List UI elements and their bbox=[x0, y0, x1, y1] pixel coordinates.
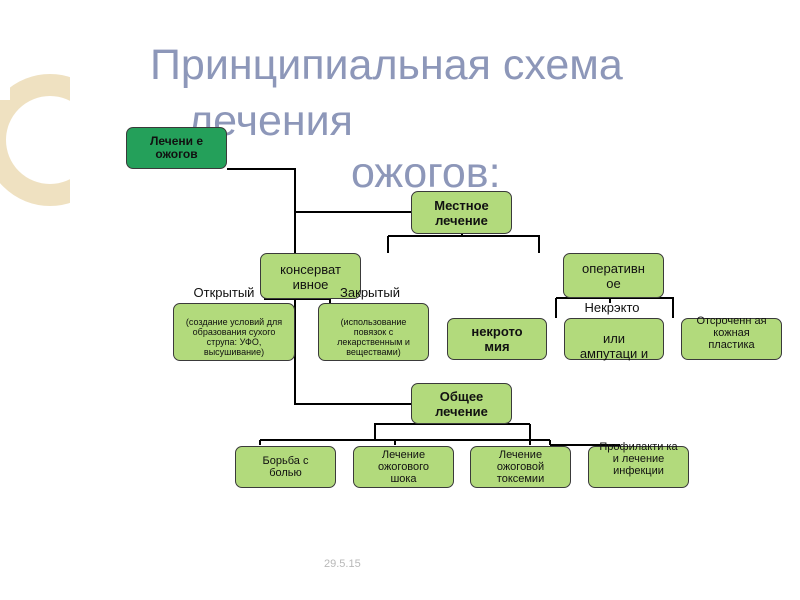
node-burn-treatment: Лечени е ожогов bbox=[126, 127, 227, 169]
node-burn-treatment-label: Лечени е ожогов bbox=[147, 135, 207, 161]
node-open-method-text: (создание условий для образования сухого… bbox=[184, 317, 284, 357]
node-delayed-plastic: Отсроченн ая кожная пластика bbox=[681, 318, 782, 360]
node-necrotomy-label: некрото мия bbox=[459, 324, 535, 354]
node-toxemia-treatment: Лечение ожоговой токсемии bbox=[470, 446, 571, 488]
node-operative: оперативн ое bbox=[563, 253, 664, 298]
node-pain-control-text: Борьба с болью bbox=[251, 455, 321, 479]
node-pain-control: Борьба с болью bbox=[235, 446, 336, 488]
node-local-treatment-label: Местное лечение bbox=[422, 198, 502, 228]
node-closed-method: (использование повязок с лекарственным и… bbox=[318, 303, 429, 361]
node-general-treatment: Общее лечение bbox=[411, 383, 512, 424]
node-shock-treatment: Лечение ожогового шока bbox=[353, 446, 454, 488]
node-open-method: (создание условий для образования сухого… bbox=[173, 303, 295, 361]
node-shock-treatment-text: Лечение ожогового шока bbox=[365, 449, 443, 485]
node-toxemia-treatment-text: Лечение ожоговой токсемии bbox=[486, 449, 556, 485]
node-closed-method-text: (использование повязок с лекарственным и… bbox=[326, 317, 422, 357]
node-local-treatment: Местное лечение bbox=[411, 191, 512, 234]
node-necrotomy: некрото мия bbox=[447, 318, 547, 360]
slide-date: 29.5.15 bbox=[324, 558, 361, 570]
node-infection-prevention-text: Профилакти ка и лечение инфекции bbox=[599, 441, 679, 477]
node-operative-label: оперативн ое bbox=[574, 261, 654, 291]
node-necrectomy-text: или ампутаци и bbox=[578, 331, 650, 361]
node-necrectomy: или ампутаци и bbox=[564, 318, 664, 360]
node-general-treatment-label: Общее лечение bbox=[422, 389, 502, 419]
node-infection-prevention: Профилакти ка и лечение инфекции bbox=[588, 446, 689, 488]
node-delayed-plastic-text: Отсроченн ая кожная пластика bbox=[692, 315, 772, 351]
